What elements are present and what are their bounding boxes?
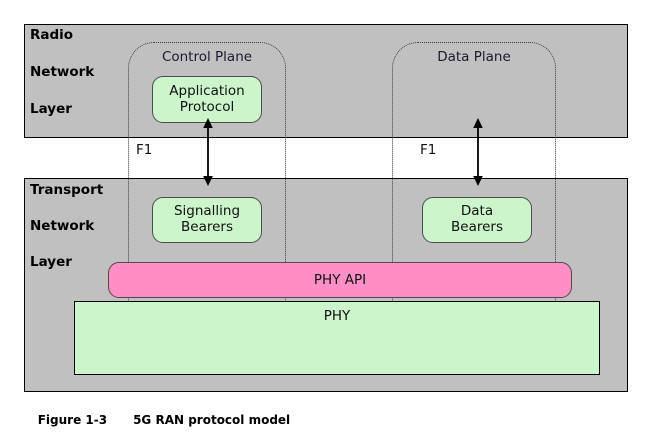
figure-caption: Figure 1-3 5G RAN protocol model	[21, 399, 290, 441]
radio-network-layer-label-line-2: Network	[30, 64, 95, 80]
transport-network-layer-label-line-2: Network	[30, 218, 95, 234]
application-protocol-block: Application Protocol	[152, 76, 262, 123]
f1-label-control-plane: F1	[136, 142, 153, 158]
control-plane-title: Control Plane	[161, 49, 253, 65]
phy-api-bar: PHY API	[108, 262, 572, 298]
phy-block: PHY	[74, 301, 600, 375]
figure-caption-title: 5G RAN protocol model	[133, 413, 291, 427]
f1-interface-arrow-control-plane	[203, 118, 213, 186]
transport-network-layer-label-line-3: Layer	[30, 254, 72, 270]
radio-network-layer-label-line-1: Radio	[30, 27, 74, 43]
data-plane-title: Data Plane	[437, 49, 511, 65]
f1-interface-arrow-data-plane	[473, 118, 483, 186]
f1-label-data-plane: F1	[420, 142, 437, 158]
figure-5g-ran-protocol-model: Radio Network Layer Transport Network La…	[24, 24, 628, 427]
data-bearers-block: Data Bearers	[422, 197, 532, 243]
signalling-bearers-block: Signalling Bearers	[152, 197, 262, 243]
figure-caption-number: Figure 1-3	[37, 413, 108, 427]
radio-network-layer-band	[24, 24, 628, 138]
transport-network-layer-label-line-1: Transport	[30, 182, 104, 198]
radio-network-layer-label-line-3: Layer	[30, 101, 72, 117]
